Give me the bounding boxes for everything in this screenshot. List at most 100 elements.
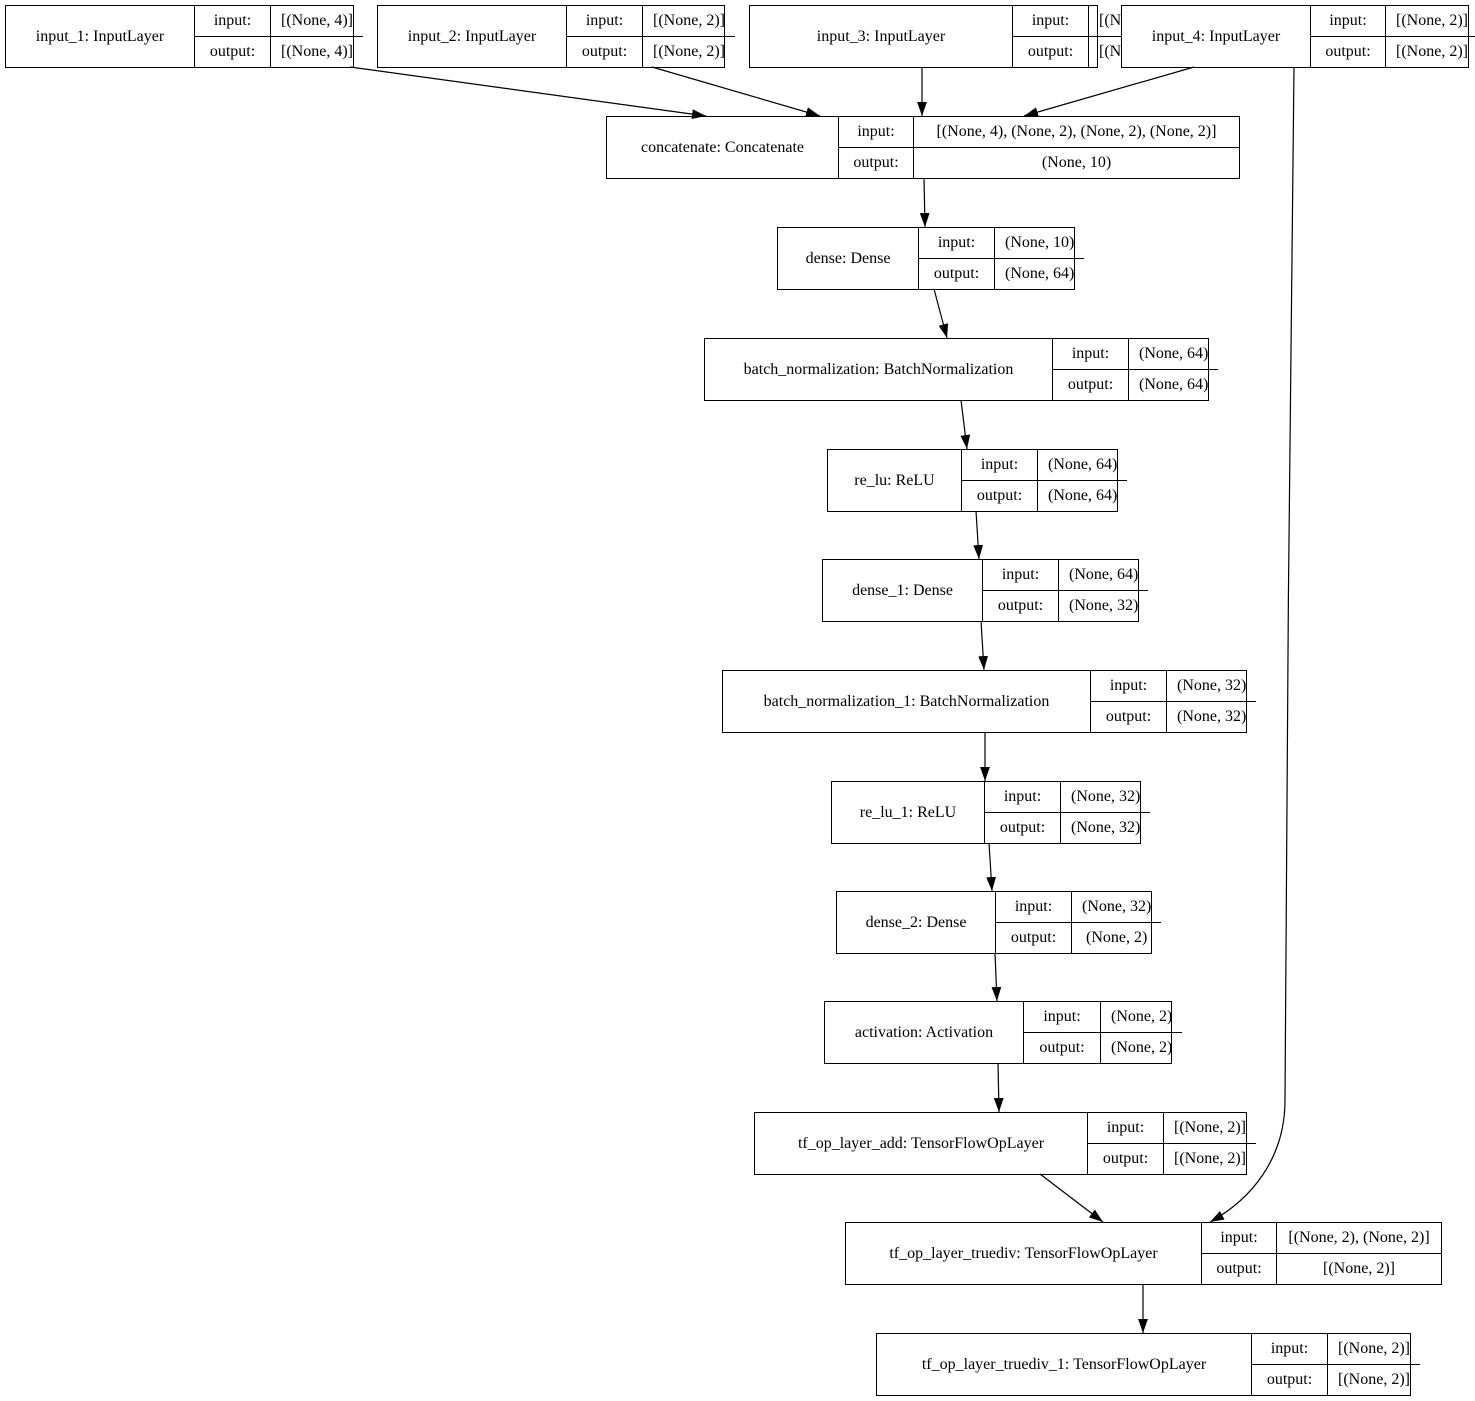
output-label: output: — [1216, 1260, 1262, 1277]
node-shapes: [(None, 2), (None, 2)] [(None, 2)] — [1277, 1223, 1441, 1284]
node-port-labels: input: output: — [919, 228, 995, 289]
input-label: input: — [1013, 6, 1088, 37]
output-shape: [(None, 4)] — [281, 43, 353, 60]
input-shape: [(None, 4), (None, 2), (None, 2), (None,… — [914, 117, 1239, 148]
input-label: input: — [1024, 1002, 1100, 1033]
node-name: tf_op_layer_truediv: TensorFlowOpLayer — [846, 1223, 1202, 1284]
input-label: input: — [983, 560, 1058, 591]
output-shape: [(None, 2)] — [1174, 1150, 1246, 1167]
node-shapes: [(None, 2)][(None, 2)] — [1164, 1113, 1256, 1174]
node-port-labels: input: output: — [983, 560, 1059, 621]
node-name: re_lu_1: ReLU — [832, 782, 985, 843]
output-label: output: — [853, 154, 899, 171]
output-label: output: — [1266, 1371, 1313, 1388]
node-name: tf_op_layer_truediv_1: TensorFlowOpLayer — [877, 1334, 1252, 1395]
output-shape: (None, 64) — [1048, 487, 1118, 504]
input-label: input: — [1252, 1334, 1327, 1365]
output-shape: (None, 64) — [1139, 376, 1209, 393]
output-label: output: — [1027, 43, 1074, 60]
node-name: batch_normalization: BatchNormalization — [705, 339, 1053, 400]
edge-dense-to-batch_normalization — [933, 288, 949, 339]
edge-activation-to-tf_op_layer_add — [993, 1062, 1004, 1113]
input-label: input: — [567, 6, 642, 37]
input-shape: (None, 2) — [1101, 1002, 1183, 1033]
output-shape: [(None, 2)] — [1396, 43, 1468, 60]
output-label: output: — [1010, 929, 1057, 946]
output-label: output: — [976, 487, 1023, 504]
node-shapes: (None, 10) (None, 64) — [995, 228, 1085, 289]
output-shape: (None, 32) — [1069, 597, 1139, 614]
node-name: input_4: InputLayer — [1122, 6, 1311, 67]
input-shape: (None, 32) — [1167, 671, 1257, 702]
edge-input_4-to-concatenate — [1023, 66, 1195, 117]
node-port-labels: input: output: — [962, 450, 1038, 511]
output-label: output: — [933, 265, 980, 282]
node-name: tf_op_layer_add: TensorFlowOpLayer — [755, 1113, 1088, 1174]
edge-input_4-to-tf_op_layer_truediv — [1209, 66, 1295, 1223]
input-label: input: — [919, 228, 994, 259]
input-shape: [(None, 2), (None, 2)] — [1277, 1223, 1441, 1254]
node-port-labels: input: output: — [195, 6, 271, 67]
input-label: input: — [195, 6, 270, 37]
input-label: input: — [1088, 1113, 1163, 1144]
node-port-labels: input:output: — [1091, 671, 1167, 732]
input-shape: (None, 64) — [1059, 560, 1149, 591]
node-shapes: (None, 32)(None, 2) — [1072, 892, 1162, 953]
edge-concatenate-to-dense — [919, 177, 930, 228]
input-label: input: — [985, 782, 1060, 813]
input-label: input: — [1091, 671, 1166, 702]
input-shape: (None, 64) — [1129, 339, 1219, 370]
node-port-labels: input: output: — [1013, 6, 1089, 67]
output-label: output: — [997, 597, 1044, 614]
edge-dense_1-to-batch_normalization_1 — [978, 620, 989, 671]
input-label: input: — [962, 450, 1037, 481]
output-shape: (None, 10) — [1041, 154, 1112, 171]
input-shape: [(None, 2)] — [643, 6, 735, 37]
edge-tf_op_layer_add-to-tf_op_layer_truediv — [1039, 1173, 1104, 1223]
node-port-labels: input: output: — [839, 117, 914, 178]
edge-input_2-to-concatenate — [651, 66, 821, 117]
input-shape: [(None, 4)] — [271, 6, 363, 37]
node-shapes: [(None, 2)][(None, 2)] — [1328, 1334, 1420, 1395]
input-shape: (None, 64) — [1038, 450, 1128, 481]
input-shape: (None, 32) — [1061, 782, 1151, 813]
node-name: input_1: InputLayer — [6, 6, 195, 67]
input-label: input: — [1311, 6, 1385, 37]
edge-dense_2-to-activation — [991, 952, 1002, 1002]
output-shape: (None, 64) — [1005, 265, 1075, 282]
output-shape: [(None, 2)] — [1323, 1260, 1395, 1277]
node-shapes: (None, 64) (None, 64) — [1129, 339, 1219, 400]
node-name: input_3: InputLayer — [750, 6, 1013, 67]
input-label: input: — [1053, 339, 1128, 370]
node-shapes: [(None, 4)] [(None, 4)] — [271, 6, 363, 67]
node-tf_op_layer_truediv_1: tf_op_layer_truediv_1: TensorFlowOpLayer… — [876, 1333, 1420, 1396]
node-port-labels: input:output: — [1088, 1113, 1164, 1174]
node-shapes: [(None, 2)][(None, 2)] — [1386, 6, 1475, 67]
node-name: dense_2: Dense — [837, 892, 996, 953]
input-label: input: — [839, 117, 913, 148]
input-shape: (None, 10) — [995, 228, 1085, 259]
node-shapes: (None, 32)(None, 32) — [1061, 782, 1151, 843]
node-shapes: (None, 64) (None, 64) — [1038, 450, 1128, 511]
node-port-labels: input:output: — [1053, 339, 1129, 400]
output-label: output: — [209, 43, 256, 60]
node-batch_normalization_1: batch_normalization_1: BatchNormalizatio… — [722, 670, 1257, 733]
output-shape: (None, 2) — [1111, 1039, 1173, 1056]
node-shapes: [(None, 4), (None, 2), (None, 2), (None,… — [914, 117, 1239, 178]
output-shape: (None, 32) — [1177, 708, 1247, 725]
edge-batch_normalization-to-re_lu — [960, 399, 971, 450]
node-port-labels: input:output: — [567, 6, 643, 67]
node-shapes: (None, 64) (None, 32) — [1059, 560, 1149, 621]
edge-re_lu_1-to-dense_2 — [986, 842, 997, 892]
